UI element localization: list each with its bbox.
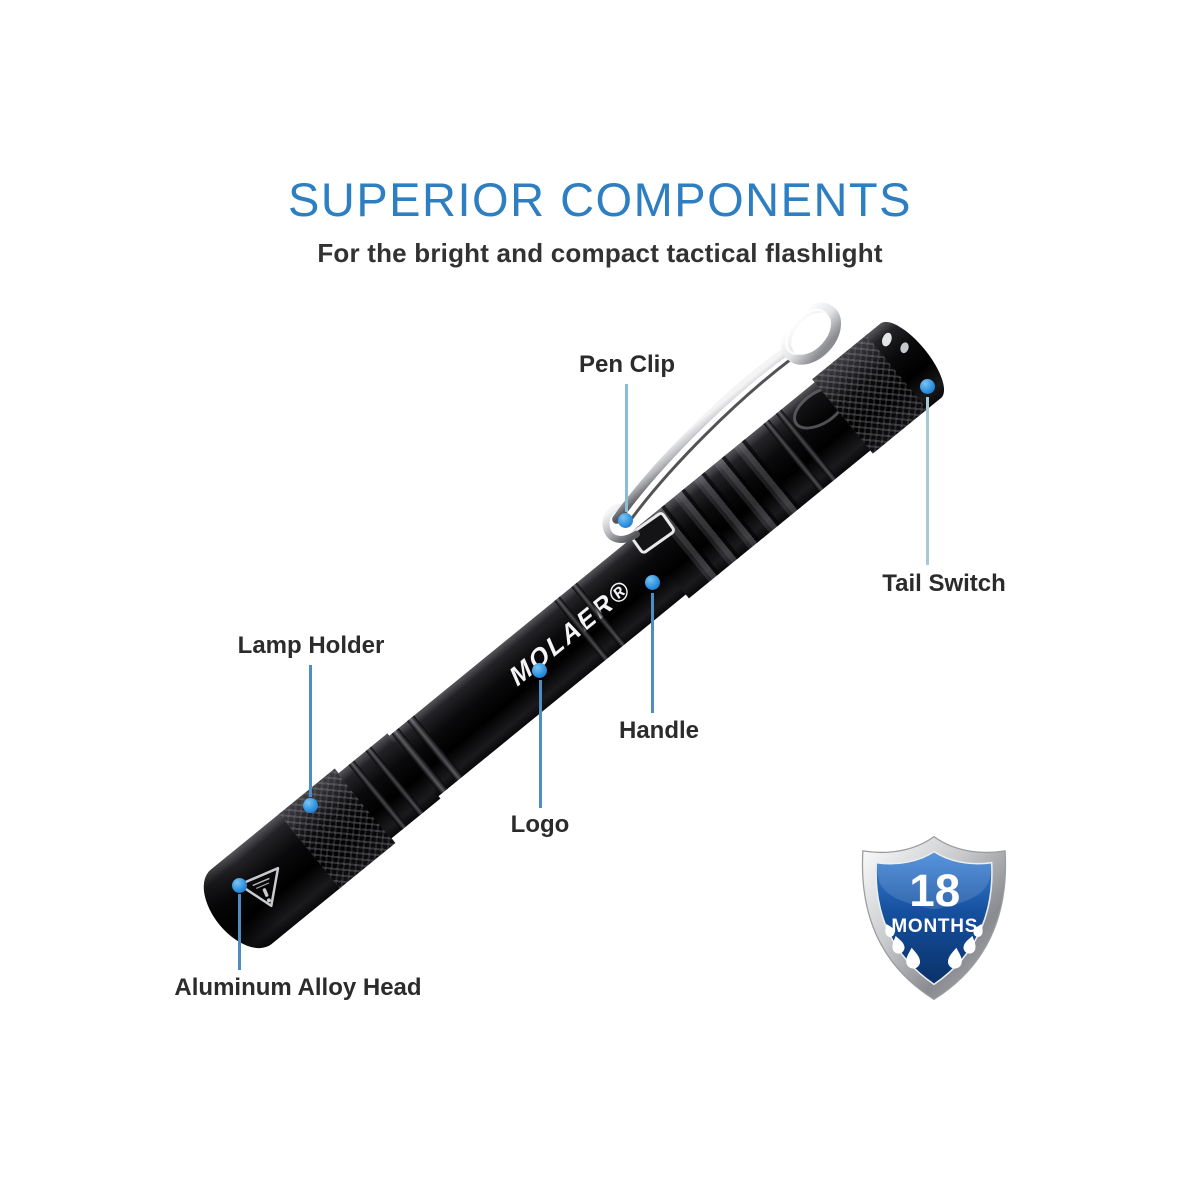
callout-label-pen-clip: Pen Clip (578, 351, 676, 378)
badge-shield-sheen (877, 852, 991, 910)
pen-clip-graphic (602, 302, 842, 543)
callout-label-handle: Handle (618, 717, 700, 744)
warranty-badge: 18 MONTHS (855, 833, 1013, 1003)
flashlight-head (189, 812, 342, 962)
leader-line-aluminum-alloy-head (238, 894, 241, 970)
callout-dot-logo (532, 663, 547, 678)
warning-triangle-icon (238, 866, 280, 908)
badge-months-unit: MONTHS (891, 916, 978, 937)
badge-shield-inner (875, 850, 993, 986)
callout-label-tail-switch: Tail Switch (882, 570, 1006, 597)
callout-label-logo: Logo (510, 811, 570, 838)
page-subtitle: For the bright and compact tactical flas… (317, 238, 883, 268)
leader-line-handle (651, 593, 654, 713)
callout-dot-aluminum-alloy-head (232, 878, 247, 893)
leader-line-logo (539, 680, 542, 808)
leader-line-tail-switch (926, 397, 929, 565)
badge-months-number: 18 (909, 865, 960, 916)
callout-dot-tail-switch (920, 379, 935, 394)
callout-label-lamp-holder: Lamp Holder (237, 632, 385, 659)
page-title: SUPERIOR COMPONENTS (288, 173, 912, 226)
callout-dot-lamp-holder (303, 798, 318, 813)
leader-line-lamp-holder (309, 665, 312, 797)
leader-line-pen-clip (625, 384, 628, 512)
callout-label-aluminum-alloy-head: Aluminum Alloy Head (174, 974, 422, 1001)
callout-dot-pen-clip (618, 513, 633, 528)
water-drop-icons (885, 924, 983, 969)
callout-dot-handle (645, 575, 660, 590)
flashlight-photo: MOLAER® (189, 302, 955, 962)
